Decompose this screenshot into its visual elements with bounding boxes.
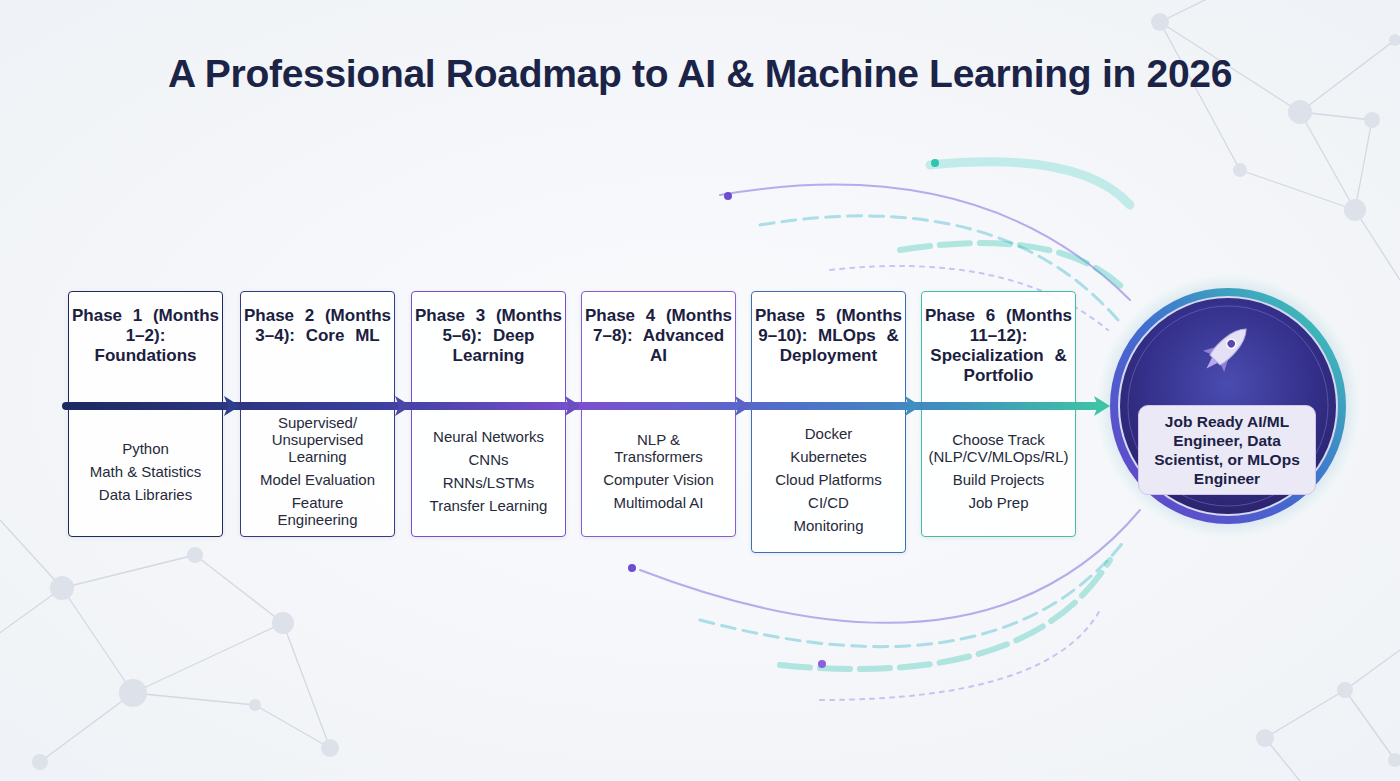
topic-item: Multimodal AI (601, 494, 716, 511)
phase-box: Phase 5 (Months 9–10): MLOps & Deploymen… (751, 291, 906, 553)
phase-topics: Neural NetworksCNNsRNNs/LSTMsTransfer Le… (412, 414, 565, 528)
arrow-head (224, 396, 240, 416)
circle-core (1120, 298, 1336, 514)
flow-arrow (223, 396, 240, 416)
arrow-head (395, 396, 411, 416)
topic-item: NLP & Transformers (601, 431, 716, 465)
goal-label: Job Ready AI/ML Engineer, Data Scientist… (1138, 405, 1316, 495)
arrow-shaft (566, 402, 571, 410)
topic-item: Feature Engineering (254, 494, 382, 528)
topic-item: Computer Vision (601, 471, 716, 488)
phase-box: Phase 6 (Months 11–12): Specialization &… (921, 291, 1076, 537)
circle-glow (1096, 274, 1360, 538)
topic-item: Cloud Platforms (759, 471, 899, 488)
phase-topics: PythonMath & StatisticsData Libraries (69, 414, 222, 528)
arrow-head (735, 396, 751, 416)
phase-topics: Supervised/ Unsupervised LearningModel E… (241, 414, 394, 528)
phase-box: Phase 4 (Months 7–8): Advanced AI NLP & T… (581, 291, 736, 537)
arrow-head (565, 396, 581, 416)
arrow-head (905, 396, 921, 416)
phase-heading: Phase 4 (Months 7–8): Advanced AI (582, 306, 735, 366)
topic-item: Supervised/ Unsupervised Learning (254, 414, 382, 465)
topic-item: Job Prep (926, 494, 1071, 511)
flow-arrow (565, 396, 581, 416)
phase-heading: Phase 3 (Months 5–6): Deep Learning (412, 306, 565, 366)
rocket-body (1209, 323, 1253, 367)
goal-circle: Job Ready AI/ML Engineer, Data Scientist… (1110, 288, 1346, 524)
flow-arrow (1076, 396, 1110, 416)
flow-arrow (395, 396, 411, 416)
timeline-bar (66, 402, 1096, 410)
phase-heading: Phase 6 (Months 11–12): Specialization &… (922, 306, 1075, 386)
phase-heading: Phase 1 (Months 1–2): Foundations (69, 306, 222, 366)
arrow-shaft (736, 402, 741, 410)
rocket-icon (1196, 318, 1257, 379)
diagram-title: A Professional Roadmap to AI & Machine L… (0, 50, 1400, 98)
rocket-window (1225, 337, 1238, 350)
topic-item: Math & Statistics (76, 463, 216, 480)
circle-ring (1114, 292, 1342, 520)
topic-item: CNNs (419, 451, 559, 468)
topic-item: Data Libraries (76, 486, 216, 503)
phase-topics: DockerKubernetesCloud PlatformsCI/CD Moni… (752, 414, 905, 544)
phase-box: Phase 3 (Months 5–6): Deep LearningNeura… (411, 291, 566, 537)
arrow-head (1094, 396, 1110, 416)
topic-item: Neural Networks (419, 428, 559, 445)
topic-item: Python (76, 440, 216, 457)
circle-inner-ring (1128, 306, 1328, 506)
topic-item: Transfer Learning (419, 497, 559, 514)
phase-topics: Choose Track (NLP/CV/MLOps/RL) Build Proj… (922, 414, 1075, 528)
arrow-shaft (223, 402, 230, 410)
phase-heading: Phase 5 (Months 9–10): MLOps & Deploymen… (752, 306, 905, 366)
topic-item: Choose Track (NLP/CV/MLOps/RL) (926, 431, 1071, 465)
topic-item: CI/CD (759, 494, 899, 511)
phase-box: Phase 1 (Months 1–2): FoundationsPythonM… (68, 291, 223, 537)
phase-heading: Phase 2 (Months 3–4): Core ML (241, 306, 394, 346)
arrow-shaft (906, 402, 911, 410)
topic-item: Kubernetes (759, 448, 899, 465)
topic-item: RNNs/LSTMs (419, 474, 559, 491)
topic-item: Docker (759, 425, 899, 442)
arrow-shaft (395, 402, 401, 410)
phase-topics: NLP & TransformersComputer VisionMultimo… (582, 414, 735, 528)
flow-arrow (905, 396, 921, 416)
phase-box: Phase 2 (Months 3–4): Core ML Supervised/… (240, 291, 395, 537)
arrow-shaft (1076, 402, 1100, 410)
topic-item: Model Evaluation (254, 471, 382, 488)
topic-item: Monitoring (759, 517, 899, 534)
topic-item: Build Projects (926, 471, 1071, 488)
flow-arrow (735, 396, 751, 416)
